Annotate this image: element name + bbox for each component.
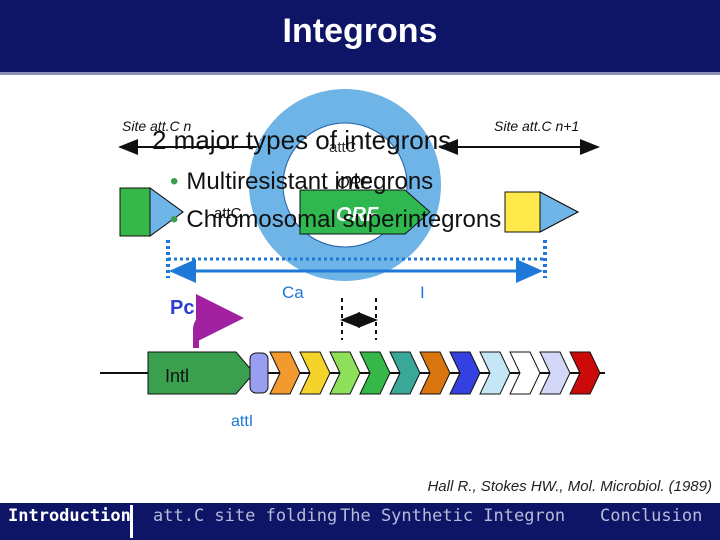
- atti-label: attI: [231, 413, 253, 430]
- atti-site: [250, 353, 268, 393]
- page-title: Integrons: [0, 12, 720, 51]
- title-bar: Integrons: [0, 0, 720, 72]
- nav-introduction[interactable]: Introduction: [8, 506, 131, 526]
- promoter-arrow: [196, 318, 232, 348]
- cassette-label-suffix: I: [420, 283, 425, 302]
- cassette-array: [270, 352, 600, 394]
- nav-conclusion[interactable]: Conclusion: [600, 506, 702, 526]
- bullet-dot-icon: •: [170, 168, 178, 195]
- bullet-item-superintegrons: • Chromosomal superintegrons: [170, 206, 501, 234]
- bullet-text: Chromosomal superintegrons: [186, 206, 501, 233]
- citation: Hall R., Stokes HW., Mol. Microbiol. (19…: [427, 478, 712, 495]
- bullet-text: Multiresistant integrons: [186, 168, 433, 195]
- inti-gene: [148, 352, 254, 394]
- nav-synthetic-integron[interactable]: The Synthetic Integron: [340, 506, 565, 526]
- bullet-dot-icon: •: [170, 206, 178, 233]
- promoter-label: Pc: [170, 297, 194, 319]
- bullet-item-multiresistant: • Multiresistant integrons: [170, 168, 433, 196]
- nav-attc-site-folding[interactable]: att.C site folding: [153, 506, 337, 526]
- site-label-right: Site att.C n+1: [494, 118, 579, 134]
- inti-label: Intl: [165, 366, 189, 386]
- right-attc-triangle: [540, 192, 578, 232]
- cassette-label: Ca: [282, 283, 304, 302]
- slide-heading: 2 major types of integrons: [152, 125, 451, 156]
